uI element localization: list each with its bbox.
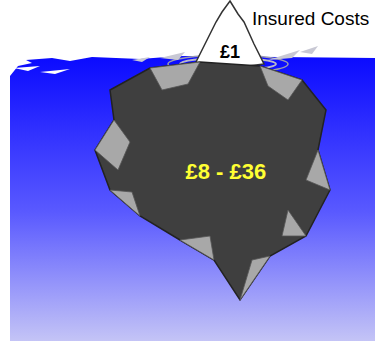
ice-facet bbox=[282, 210, 306, 236]
iceberg-body: £8 - £36 bbox=[92, 60, 334, 302]
ice-floe bbox=[268, 50, 300, 60]
ice-floe bbox=[132, 57, 150, 62]
sea-water bbox=[10, 56, 375, 341]
ice-facet bbox=[150, 62, 200, 90]
ice-facet bbox=[306, 150, 330, 190]
ice-facet bbox=[260, 66, 302, 100]
ice-facet bbox=[110, 190, 140, 216]
ice-floe bbox=[300, 46, 318, 54]
ice-facet bbox=[95, 120, 130, 170]
cost-value: £1 bbox=[220, 42, 240, 63]
ice-facet bbox=[240, 256, 270, 300]
ice-facet bbox=[180, 236, 214, 260]
caption-label: Insured Costs bbox=[252, 8, 369, 30]
cost-value: £8 - £36 bbox=[186, 159, 267, 185]
water-foam bbox=[14, 66, 70, 74]
iceberg-body-shape bbox=[95, 62, 330, 300]
ice-floe bbox=[160, 52, 185, 60]
